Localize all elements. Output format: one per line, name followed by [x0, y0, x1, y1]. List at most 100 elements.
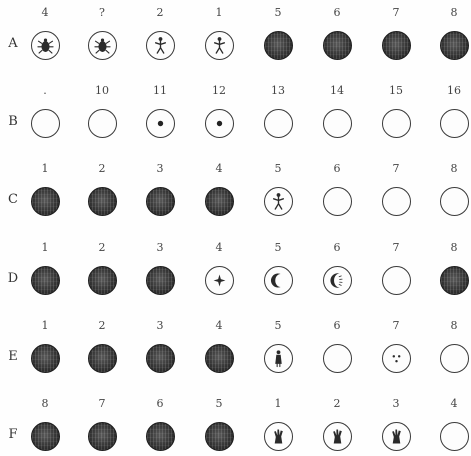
hand-icon [383, 423, 410, 450]
column-number: 4 [30, 6, 60, 19]
solid-disc [146, 344, 175, 373]
empty-disc [382, 266, 411, 295]
column-number: 1 [30, 162, 60, 175]
empty-disc [264, 109, 293, 138]
column-number: 11 [145, 84, 175, 97]
empty-disc [440, 187, 469, 216]
column-number: 4 [439, 397, 469, 410]
column-number: 5 [263, 162, 293, 175]
column-number: 5 [263, 6, 293, 19]
human-figure-icon [265, 188, 292, 215]
solid-disc [31, 422, 60, 451]
dot-icon [147, 110, 174, 137]
hand-icon [265, 423, 292, 450]
standing-figure-icon [265, 345, 292, 372]
column-number: 6 [322, 162, 352, 175]
human-figure-icon [206, 32, 233, 59]
empty-disc [31, 109, 60, 138]
hand-icon [324, 423, 351, 450]
column-number: 1 [30, 241, 60, 254]
column-number: 10 [87, 84, 117, 97]
empty-disc [382, 109, 411, 138]
column-number: . [30, 84, 60, 97]
empty-disc [323, 109, 352, 138]
solid-disc [205, 344, 234, 373]
empty-disc [88, 109, 117, 138]
column-number: 7 [381, 319, 411, 332]
glyph-disc [264, 422, 293, 451]
glyph-disc [88, 31, 117, 60]
solid-disc [146, 422, 175, 451]
column-number: 5 [263, 319, 293, 332]
column-number: 2 [322, 397, 352, 410]
solid-disc [31, 266, 60, 295]
glyph-disc [146, 31, 175, 60]
column-number: 4 [204, 319, 234, 332]
column-number: 14 [322, 84, 352, 97]
column-number: 2 [87, 319, 117, 332]
column-number: 3 [381, 397, 411, 410]
solid-disc [88, 344, 117, 373]
column-number: 7 [381, 241, 411, 254]
solid-disc [31, 344, 60, 373]
column-number: 4 [204, 241, 234, 254]
glyph-disc [264, 344, 293, 373]
column-number: 5 [204, 397, 234, 410]
column-number: 3 [145, 162, 175, 175]
empty-disc [323, 344, 352, 373]
column-number: 8 [30, 397, 60, 410]
column-number: 4 [204, 162, 234, 175]
column-number: 6 [322, 6, 352, 19]
column-number: 1 [30, 319, 60, 332]
column-number: 2 [87, 162, 117, 175]
glyph-disc [323, 422, 352, 451]
column-number: 6 [145, 397, 175, 410]
column-number: 7 [381, 6, 411, 19]
column-number: 15 [381, 84, 411, 97]
solid-disc [146, 187, 175, 216]
crescent-rays-icon [324, 267, 351, 294]
column-number: 6 [322, 241, 352, 254]
solid-disc [88, 422, 117, 451]
empty-disc [323, 187, 352, 216]
row-label-d: D [3, 271, 23, 286]
column-number: 13 [263, 84, 293, 97]
column-number: 8 [439, 319, 469, 332]
glyph-disc [264, 266, 293, 295]
solid-disc [382, 31, 411, 60]
face-dots-icon [383, 345, 410, 372]
star-icon [206, 267, 233, 294]
column-number: 2 [87, 241, 117, 254]
column-number: 7 [87, 397, 117, 410]
column-number: ? [87, 6, 117, 19]
row-label-a: A [3, 36, 23, 51]
column-number: 1 [204, 6, 234, 19]
solid-disc [205, 422, 234, 451]
column-number: 2 [145, 6, 175, 19]
column-number: 8 [439, 241, 469, 254]
glyph-disc [146, 109, 175, 138]
glyph-disc [205, 266, 234, 295]
glyph-disc [205, 31, 234, 60]
row-label-c: C [3, 192, 23, 207]
column-number: 5 [263, 241, 293, 254]
column-number: 6 [322, 319, 352, 332]
solid-disc [88, 266, 117, 295]
empty-disc [440, 109, 469, 138]
crescent-icon [265, 267, 292, 294]
solid-disc [146, 266, 175, 295]
solid-disc [440, 266, 469, 295]
beetle-icon [32, 32, 59, 59]
empty-disc [440, 422, 469, 451]
column-number: 3 [145, 319, 175, 332]
column-number: 12 [204, 84, 234, 97]
row-label-f: F [3, 427, 23, 442]
row-label-b: B [3, 114, 23, 129]
dot-icon [206, 110, 233, 137]
solid-disc [31, 187, 60, 216]
glyph-disc [264, 187, 293, 216]
solid-disc [440, 31, 469, 60]
human-figure-icon [147, 32, 174, 59]
glyph-disc [323, 266, 352, 295]
